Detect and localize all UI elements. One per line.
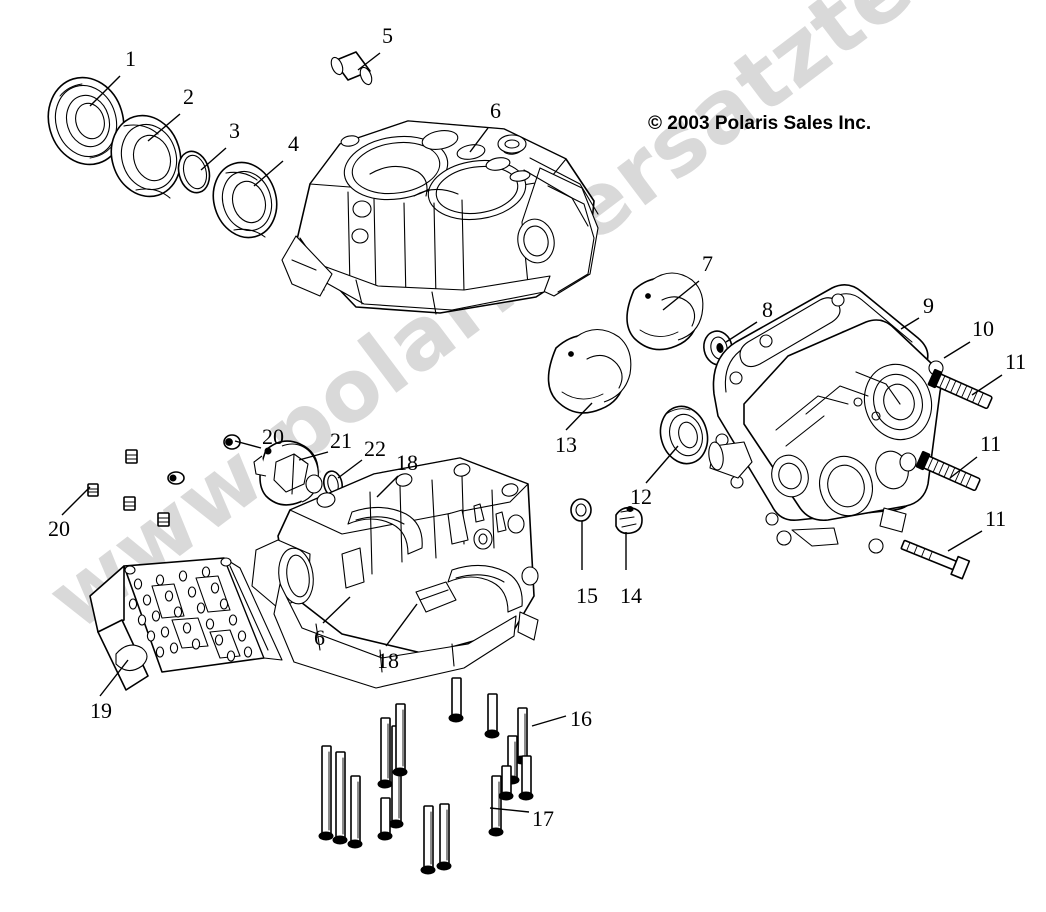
part-19-baffle-plate [89,557,283,691]
leader-line-2 [147,113,181,142]
part-13-bearing-shell [547,328,632,414]
callout-number-15: 15 [576,583,598,608]
leader-line-16 [531,715,567,727]
callout-number-16: 16 [570,706,592,731]
part-4-bearing [212,161,278,239]
leader-line-8 [725,321,758,343]
leader-line-19 [99,659,129,697]
callout-number-10: 10 [972,316,994,341]
copyright-notice: © 2003 Polaris Sales Inc. [648,113,872,134]
callout-number-22: 22 [364,436,386,461]
leader-line-11b [949,456,978,479]
callout-number-21: 21 [330,428,352,453]
part-2-bearing [110,114,182,199]
callout-number-2: 2 [183,84,194,109]
callout-number-11c: 11 [985,506,1007,531]
callout-number-20a: 20 [262,424,284,449]
callout-number-17: 17 [532,806,554,831]
leader-line-5 [357,52,381,71]
leader-line-12 [645,445,679,484]
part-20-plugs [87,434,241,527]
part-11-bolts [900,368,993,580]
leader-line-22 [337,459,363,479]
leader-line-6a [469,127,489,153]
leader-line-18b [385,603,418,647]
callout-number-14: 14 [620,583,642,608]
callout-number-12: 12 [630,484,652,509]
callout-number-18a: 18 [396,450,418,475]
leader-line-11c [947,530,983,552]
callout-number-6a: 6 [490,98,501,123]
part-5-dowel-pin [330,51,373,86]
part-12-seal [659,405,709,465]
callout-number-6b: 6 [314,625,325,650]
callout-number-4: 4 [288,131,299,156]
parts-16-17-bolts [318,677,534,875]
leader-line-11a [971,374,1003,396]
part-15-washer [570,498,592,522]
part-7-bearing-shell [626,272,704,351]
part-21-oil-pump [253,440,323,506]
callout-number-19: 19 [90,698,112,723]
part-1-seal [47,76,125,166]
leader-line-6b [322,596,351,624]
leader-line-21 [298,451,329,461]
part-10-cover [708,319,944,554]
leader-line-7 [662,280,700,311]
leader-line-10 [943,341,971,359]
callout-number-9: 9 [923,293,934,318]
callout-number-20b: 20 [48,516,70,541]
callout-number-11b: 11 [980,431,1002,456]
leader-line-17 [489,807,530,813]
callout-number-18b: 18 [377,648,399,673]
callout-number-7: 7 [702,251,713,276]
leader-line-18a [376,475,399,498]
leader-line-20a [234,440,262,449]
part-14-plug [615,506,643,535]
leader-line-13 [565,402,593,431]
leader-line-4 [253,160,284,187]
callout-number-1: 1 [125,46,136,71]
part-3-oring [177,150,211,194]
callout-number-8: 8 [762,297,773,322]
callout-number-11a: 11 [1005,349,1027,374]
callout-number-5: 5 [382,23,393,48]
callout-leader-lines [61,52,1003,813]
part-6-crankcase-upper [281,120,599,315]
leader-line-9 [900,317,920,330]
leader-line-1 [89,75,121,107]
callout-number-3: 3 [229,118,240,143]
callout-number-13: 13 [555,432,577,457]
leader-line-20b [61,486,91,516]
leader-line-3 [200,147,227,171]
